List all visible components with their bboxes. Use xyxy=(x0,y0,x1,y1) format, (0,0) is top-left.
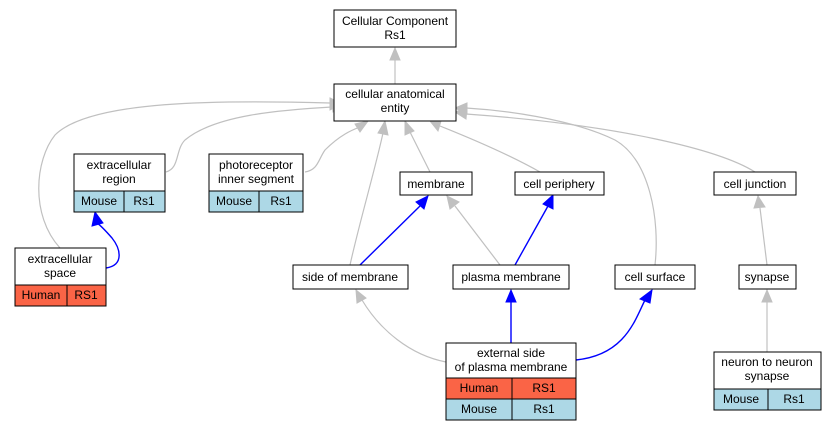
edge-arrowhead xyxy=(753,194,766,209)
node-cellular-component[interactable]: Cellular Component Rs1 xyxy=(333,9,457,48)
node-label-line: inner segment xyxy=(218,172,295,186)
edge-cp-to-cae xyxy=(439,125,541,173)
node-label-line: neuron to neuron xyxy=(721,355,812,369)
species-label: Mouse xyxy=(723,392,759,406)
edge-arrowhead xyxy=(355,288,367,304)
edge-arrowhead xyxy=(415,195,429,210)
gene-label: RS1 xyxy=(532,381,556,395)
edge-arrowhead xyxy=(446,195,460,210)
node-extracellular-space[interactable]: extracellular space Human RS1 xyxy=(14,247,107,307)
node-label-line: membrane xyxy=(407,177,465,191)
edge-pm-to-cp xyxy=(514,205,549,266)
node-extracellular-region[interactable]: extracellular region Mouse Rs1 xyxy=(73,153,166,213)
species-label: Human xyxy=(22,288,61,302)
node-label-line: cell surface xyxy=(625,270,686,284)
species-label: Human xyxy=(460,381,499,395)
edge-arrowhead xyxy=(453,107,468,120)
node-label-line: cell junction xyxy=(724,177,787,191)
edge-ecs-to-cae xyxy=(38,101,331,249)
node-cell-surface[interactable]: cell surface xyxy=(614,264,696,290)
gene-label: Rs1 xyxy=(270,194,292,208)
edge-arrowhead xyxy=(505,288,517,303)
gene-label: RS1 xyxy=(74,288,98,302)
node-label-line: extracellular xyxy=(87,158,152,172)
edge-som-to-cae xyxy=(349,132,384,266)
species-label: Mouse xyxy=(216,194,252,208)
node-side-of-membrane[interactable]: side of membrane xyxy=(292,264,409,290)
edge-membrane-to-cae xyxy=(409,131,431,173)
edge-arrowhead xyxy=(377,119,389,136)
node-photoreceptor-inner-segment[interactable]: photoreceptor inner segment Mouse Rs1 xyxy=(208,153,304,213)
node-label-line: synapse xyxy=(745,270,790,284)
node-label-line: of plasma membrane xyxy=(455,360,568,374)
node-cellular-anatomical-entity[interactable]: cellular anatomical entity xyxy=(333,83,457,122)
edge-ecs-to-ecr xyxy=(96,222,120,269)
node-label-line: cell periphery xyxy=(523,177,594,191)
node-label-line: space xyxy=(44,266,76,280)
edges xyxy=(38,46,773,363)
gene-label: Rs1 xyxy=(133,194,155,208)
species-label: Mouse xyxy=(81,194,117,208)
node-label-line: cellular anatomical xyxy=(345,87,444,101)
edge-arrowhead xyxy=(404,119,415,136)
edge-esopm-to-som xyxy=(361,299,447,363)
edge-pis-to-cae xyxy=(304,126,361,173)
gene-cell xyxy=(767,388,822,411)
edge-arrowhead xyxy=(761,288,773,303)
node-label-line: entity xyxy=(381,101,410,115)
node-plasma-membrane[interactable]: plasma membrane xyxy=(452,264,570,290)
edge-arrowhead xyxy=(389,46,401,61)
node-label-line: external side xyxy=(477,346,545,360)
node-label-line: photoreceptor xyxy=(219,158,293,172)
node-label-line: synapse xyxy=(745,369,790,383)
gene-cell xyxy=(123,190,166,213)
gene-label: Rs1 xyxy=(533,402,555,416)
node-label-line: extracellular xyxy=(28,252,93,266)
edge-ecr-to-cae xyxy=(165,106,333,173)
node-external-side-of-plasma-membrane[interactable]: external side of plasma membrane Human R… xyxy=(445,342,577,421)
node-label-line: region xyxy=(102,172,135,186)
node-neuron-to-neuron-synapse[interactable]: neuron to neuron synapse Mouse Rs1 xyxy=(713,351,822,411)
gene-cell xyxy=(66,284,107,307)
edge-arrowhead xyxy=(428,120,442,133)
gene-cell xyxy=(258,190,304,213)
edge-pm-to-membrane xyxy=(454,205,501,266)
edge-cs-to-cae xyxy=(465,107,657,266)
gene-cell xyxy=(511,398,577,421)
species-label: Mouse xyxy=(461,402,497,416)
edge-arrowhead xyxy=(91,210,104,227)
node-label-line: Rs1 xyxy=(384,28,406,42)
node-label-line: side of membrane xyxy=(302,270,398,284)
edge-synapse-to-cj xyxy=(759,207,768,266)
node-cell-periphery[interactable]: cell periphery xyxy=(514,171,605,196)
node-label-line: Cellular Component xyxy=(342,14,449,28)
edge-som-to-membrane xyxy=(359,205,421,266)
edge-arrowhead xyxy=(354,120,370,133)
node-synapse[interactable]: synapse xyxy=(738,264,797,290)
edge-esopm-to-cs xyxy=(575,299,646,361)
node-cell-junction[interactable]: cell junction xyxy=(713,171,797,196)
node-membrane[interactable]: membrane xyxy=(399,171,473,196)
edge-arrowhead xyxy=(542,193,554,210)
edge-arrowhead xyxy=(638,288,653,304)
node-label-line: plasma membrane xyxy=(461,270,561,284)
gene-label: Rs1 xyxy=(783,392,805,406)
edge-cj-to-cae xyxy=(465,113,756,173)
